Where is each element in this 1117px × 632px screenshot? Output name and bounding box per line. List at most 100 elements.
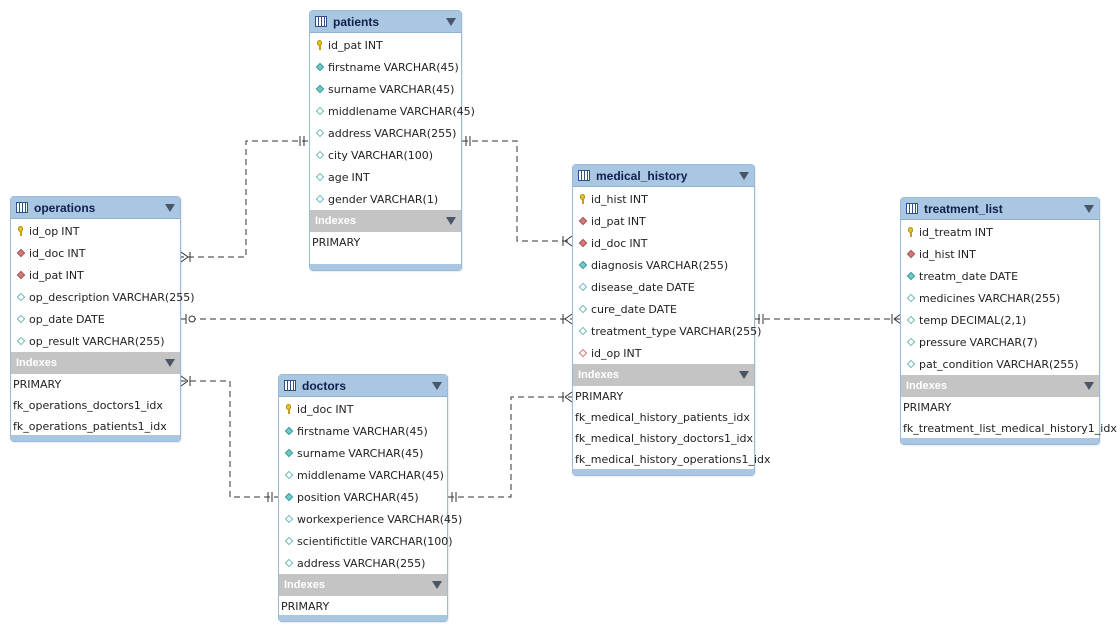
- collapse-triangle-icon[interactable]: [739, 371, 749, 379]
- index-row[interactable]: fk_operations_doctors1_idx: [13, 399, 163, 412]
- collapse-triangle-icon[interactable]: [739, 171, 749, 180]
- filled-diamond-icon: [315, 62, 325, 72]
- table-header[interactable]: treatment_list: [901, 198, 1099, 220]
- table-header[interactable]: doctors: [279, 375, 447, 397]
- column-name: age: [328, 170, 349, 184]
- indexes-header[interactable]: Indexes: [901, 375, 1099, 397]
- table-header[interactable]: operations: [11, 197, 180, 219]
- column-type: VARCHAR(7): [969, 335, 1038, 349]
- column-name: workexperience: [297, 512, 385, 526]
- filled-diamond-icon: [284, 426, 294, 436]
- index-row[interactable]: fk_operations_patients1_idx: [13, 420, 167, 433]
- column-name: surname: [297, 446, 346, 460]
- collapse-triangle-icon[interactable]: [432, 381, 442, 390]
- table-header[interactable]: patients: [310, 11, 461, 33]
- column-type: VARCHAR(100): [370, 534, 453, 548]
- table-icon: [315, 16, 327, 27]
- column-name: gender: [328, 192, 367, 206]
- rel-doctors-medical-history[interactable]: [448, 396, 573, 498]
- rel-operations-doctors[interactable]: [180, 380, 279, 498]
- column-name: medicines: [919, 291, 976, 305]
- column-type: VARCHAR(255): [374, 126, 457, 140]
- index-row[interactable]: PRIMARY: [13, 378, 62, 391]
- collapse-triangle-icon[interactable]: [432, 581, 442, 589]
- column-type: VARCHAR(255): [996, 357, 1079, 371]
- foreign-key-diamond-icon: [578, 216, 588, 226]
- index-row[interactable]: fk_medical_history_operations1_idx: [575, 453, 771, 466]
- index-row[interactable]: fk_medical_history_patients_idx: [575, 411, 750, 424]
- collapse-triangle-icon[interactable]: [446, 217, 456, 225]
- index-row[interactable]: PRIMARY: [312, 236, 361, 249]
- rel-patients-operations[interactable]: [180, 140, 308, 258]
- index-row[interactable]: PRIMARY: [575, 390, 624, 403]
- column-type: VARCHAR(100): [350, 148, 434, 162]
- table-header[interactable]: medical_history: [573, 165, 754, 187]
- column-name: id_pat: [29, 268, 63, 282]
- one-marker: [465, 136, 471, 146]
- indexes-header[interactable]: Indexes: [573, 364, 754, 386]
- column-type: VARCHAR(1): [370, 192, 439, 206]
- indexes-header[interactable]: Indexes: [310, 210, 461, 232]
- index-row[interactable]: fk_treatment_list_medical_history1_idx: [903, 422, 1117, 435]
- open-diamond-icon: [906, 315, 916, 325]
- table-title: doctors: [302, 378, 347, 393]
- rel-patients-medical-history[interactable]: [462, 140, 573, 242]
- indexes-header[interactable]: Indexes: [279, 574, 447, 596]
- index-row[interactable]: PRIMARY: [281, 600, 330, 613]
- indexes-header[interactable]: Indexes: [11, 352, 180, 374]
- index-row[interactable]: fk_medical_history_doctors1_idx: [575, 432, 754, 445]
- collapse-triangle-icon[interactable]: [1084, 382, 1094, 390]
- collapse-triangle-icon[interactable]: [446, 17, 456, 26]
- index-row[interactable]: PRIMARY: [903, 401, 952, 414]
- collapse-triangle-icon[interactable]: [165, 203, 175, 212]
- one-marker: [267, 492, 273, 502]
- open-diamond-icon: [284, 514, 294, 524]
- table-footer: [901, 438, 1099, 444]
- collapse-triangle-icon[interactable]: [165, 359, 175, 367]
- collapse-triangle-icon[interactable]: [1084, 204, 1094, 213]
